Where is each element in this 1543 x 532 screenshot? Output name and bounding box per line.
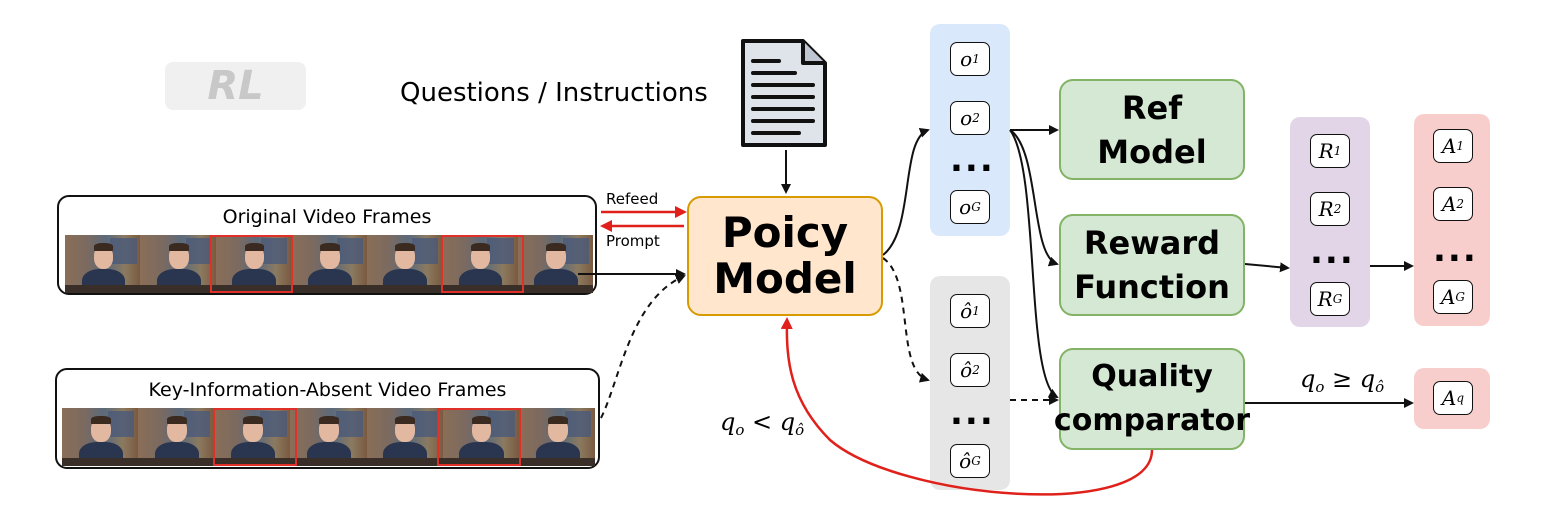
- reward-function-line2: Function: [1074, 268, 1230, 306]
- ref-model-node: Ref Model: [1059, 79, 1245, 180]
- video-frame: [366, 408, 443, 466]
- condition-lt-label: qo < qô: [720, 408, 805, 439]
- reward-function-node: Reward Function: [1059, 214, 1245, 316]
- refeed-label: Refeed: [606, 190, 659, 208]
- condition-ge-label: qo ≥ qô: [1300, 365, 1385, 396]
- questions-label: Questions / Instructions: [400, 78, 708, 108]
- video-frame: [140, 235, 216, 293]
- video-frame: [518, 408, 595, 466]
- reward-dots: ...: [1310, 232, 1355, 272]
- ref-model-line1: Ref: [1121, 88, 1183, 127]
- video-frame: [215, 235, 292, 293]
- video-frame: [366, 235, 443, 293]
- output-dots: ...: [950, 140, 995, 180]
- reward-function-line1: Reward: [1083, 224, 1221, 262]
- original-frames-title: Original Video Frames: [222, 206, 432, 228]
- original-frames-panel: Original Video Frames: [57, 195, 597, 295]
- video-frame: [291, 235, 367, 293]
- removed-frame-highlight: [213, 408, 297, 466]
- quality-comparator-node: Quality comparator: [1054, 348, 1250, 450]
- original-frames-strip: [65, 235, 593, 293]
- absent-frames-title: Key-Information-Absent Video Frames: [148, 379, 507, 401]
- policy-model-node: Poicy Model: [687, 196, 883, 316]
- video-frame: [442, 408, 519, 466]
- video-frame: [442, 235, 518, 293]
- absent-output-dots: ...: [950, 393, 995, 433]
- quality-comparator-line1: Quality: [1091, 359, 1213, 394]
- key-frame-highlight: [441, 235, 524, 293]
- advantage-dots: ...: [1433, 230, 1478, 270]
- ref-model-line2: Model: [1097, 132, 1207, 171]
- key-frame-highlight: [210, 235, 293, 293]
- removed-frame-highlight: [437, 408, 521, 466]
- video-frame: [62, 408, 139, 466]
- prompt-label: Prompt: [606, 232, 660, 250]
- policy-model-line2: Model: [713, 254, 857, 303]
- video-frame: [517, 235, 593, 293]
- document-icon: [741, 39, 827, 147]
- video-frame: [65, 235, 141, 293]
- video-frame: [290, 408, 367, 466]
- quality-comparator-line2: comparator: [1053, 403, 1251, 438]
- absent-frames-panel: Key-Information-Absent Video Frames: [55, 368, 600, 469]
- absent-frames-strip: [62, 408, 595, 466]
- video-frame: [214, 408, 291, 466]
- rl-badge: RL: [165, 62, 306, 110]
- video-frame: [138, 408, 215, 466]
- policy-model-line1: Poicy: [721, 208, 849, 257]
